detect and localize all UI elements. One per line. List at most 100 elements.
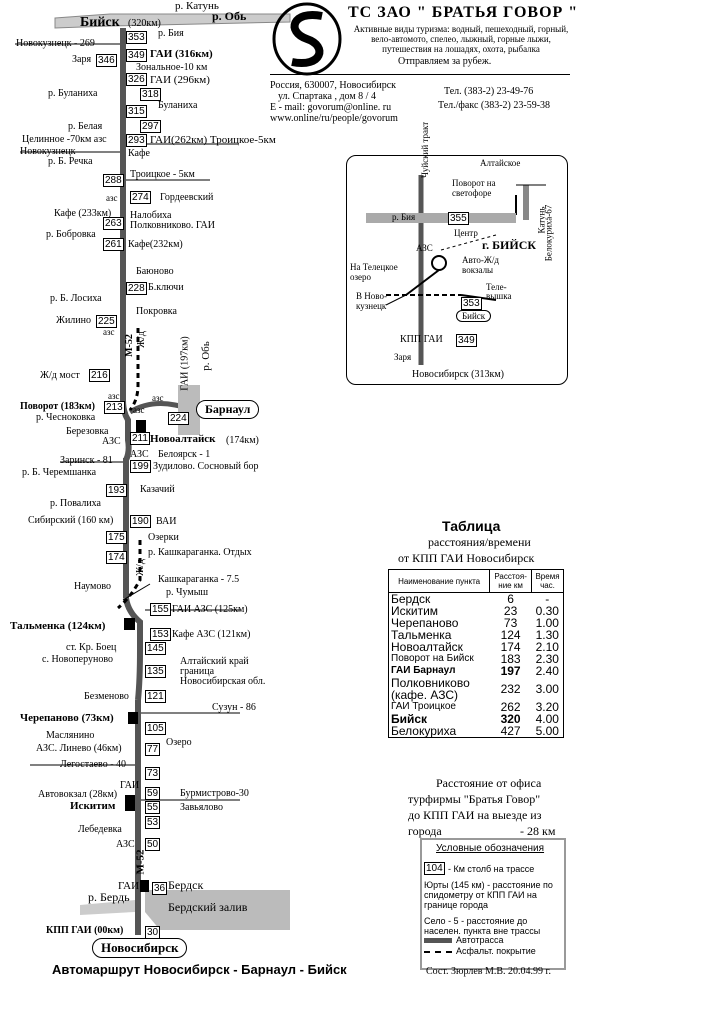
address1: Россия, 630007, Новосибирск xyxy=(270,80,397,91)
km-post-216: 216 xyxy=(89,369,110,382)
cell-name: Белокуриха xyxy=(391,724,457,738)
header-divider xyxy=(270,74,570,75)
cell-time: 3.20 xyxy=(535,700,559,714)
label-bulanikha: Буланиха xyxy=(158,100,198,111)
label-azs8: АЗС xyxy=(116,839,135,850)
km-post-318: 318 xyxy=(140,88,161,101)
cell-name: Бердск xyxy=(391,592,431,606)
berdsky-bay xyxy=(145,890,290,930)
cell-name: Новоалтайск xyxy=(391,640,463,654)
address2: ул. Спартака , дом 8 / 4 xyxy=(278,91,376,102)
highway-curve-2 xyxy=(123,597,143,701)
legend-highway-swatch xyxy=(424,938,452,943)
inset-center: Центр xyxy=(454,228,478,238)
label-pokrovka: Покровка xyxy=(136,306,177,317)
label-chesnokovka: р. Чесноковка xyxy=(36,412,96,423)
label-zarinsk: Заринск - 81 xyxy=(60,455,113,466)
label-cafe233: Кафе (233км) xyxy=(54,208,112,219)
km-post-228: 228 xyxy=(126,282,147,295)
inset-km-353: 353 xyxy=(461,297,482,310)
legend-title: Условные обозначения xyxy=(436,843,545,854)
km-post-121: 121 xyxy=(145,690,166,703)
bottom-title: Автомаршрут Новосибирск - Барнаул - Бийс… xyxy=(52,962,347,977)
label-azs1: азс xyxy=(106,193,118,203)
label-vai: ВАИ xyxy=(156,516,177,527)
table-subtitle2: от КПП ГАИ Новосибирск xyxy=(398,551,535,565)
cell-name: Черепаново xyxy=(391,616,459,630)
inset-belokurikha: Белокуриха-67 xyxy=(543,204,554,262)
label-cafe232: Кафе(232км) xyxy=(128,239,183,250)
website[interactable]: www.online/ru/people/govorum xyxy=(270,113,398,124)
km-post-105: 105 xyxy=(145,722,166,735)
label-gai-azs125: ГАИ АЗС (125км) xyxy=(172,604,248,615)
label-noveperunovo: с. Новоперуново xyxy=(42,654,113,665)
cell-time: 3.00 xyxy=(535,682,559,696)
label-belaya: р. Белая xyxy=(68,121,103,132)
cell-name: Бийск xyxy=(391,712,428,726)
label-kazachiy: Казачий xyxy=(140,484,175,495)
km-post-199: 199 xyxy=(130,460,151,473)
katun-label: р. Катунь xyxy=(175,0,219,12)
label-azs6: АЗС xyxy=(102,436,121,447)
legend-selo: Село - 5 - расстояние до населен. пункта… xyxy=(424,916,541,936)
label-zhd2: Ж/д xyxy=(134,559,146,576)
legend-km-post-text: - Км столб на трассе xyxy=(448,864,535,874)
km-post-346: 346 xyxy=(96,54,117,67)
km-post-263: 263 xyxy=(103,217,124,230)
biysk-label: Бийск xyxy=(80,15,120,30)
km-post-73: 73 xyxy=(145,767,161,780)
label-kr-boets: ст. Кр. Боец xyxy=(66,642,117,653)
label-bulanikha-r: р. Буланиха xyxy=(48,88,98,99)
km-post-225: 225 xyxy=(96,315,117,328)
label-nalobikha: Налобиха xyxy=(130,210,172,221)
author: Сост. Зюрлев М.В. 20.04.99 г. xyxy=(426,966,552,977)
cell-time: 0.30 xyxy=(535,604,559,618)
table-header-row: Наименование пункта Расстоя-ние км Время… xyxy=(387,569,565,593)
cell-distance: 174 xyxy=(500,640,521,654)
inset-chuysky: Чуйский тракт xyxy=(420,121,430,178)
label-b-cheremshanka: р. Б. Черемшанка xyxy=(22,467,97,478)
cell-name: Тальменка xyxy=(391,628,452,642)
label-b-rechka: р. Б. Речка xyxy=(48,156,93,167)
inset-biya: р. Бия xyxy=(392,212,416,222)
label-azs4: азс xyxy=(133,405,145,415)
label-azs3: азс xyxy=(108,391,120,401)
inset-km-355: 355 xyxy=(448,212,469,225)
inset-teletskoe: На Телецкое озеро xyxy=(350,262,398,282)
km-post-153: 153 xyxy=(150,628,171,641)
label-novosibirsk: Новосибирск xyxy=(92,938,188,958)
label-zhd-most: Ж/д мост xyxy=(40,370,80,381)
label-zudilovo: Зудилово. Сосновый бор xyxy=(153,461,259,472)
label-bakonovo: Баюново xyxy=(136,266,174,277)
distance-table: Наименование пункта Расстоя-ние км Время… xyxy=(387,569,565,738)
main-highway-2 xyxy=(123,458,129,598)
legend-km-post: 104 xyxy=(424,862,445,875)
email[interactable]: E - mail: govorum@online. ru xyxy=(270,102,392,113)
company-name: ТС ЗАО " БРАТЬЯ ГОВОР " xyxy=(348,4,579,21)
label-ozerki: Озерки xyxy=(148,532,179,543)
table-title: Таблица xyxy=(442,518,501,534)
cell-distance: 427 xyxy=(500,724,521,738)
cell-time: 4.00 xyxy=(535,712,559,726)
label-kashkaraganka-otdyh: р. Кашкараганка. Отдых xyxy=(148,547,252,558)
railway-top xyxy=(128,328,140,411)
office-note-2: турфирмы "Братья Говор" xyxy=(408,792,541,806)
label-azs5: азс xyxy=(152,393,164,403)
label-zhd: Ж/д xyxy=(135,331,147,348)
label-maslyanino: Маслянино xyxy=(46,730,95,741)
label-gordeevsky: Гордеевский xyxy=(160,192,214,203)
inset-novokuznetsk: В Ново-кузнецк xyxy=(356,291,387,311)
legend-highway: Автотрасса xyxy=(456,935,504,945)
ob-river-top xyxy=(54,13,291,29)
label-zonalnoe: Зональное-10 км xyxy=(136,62,208,73)
inset-biysk: Бийск xyxy=(456,310,492,322)
label-m52-top: М-52 xyxy=(123,334,135,357)
inset-altaiskoe: Алтайское xyxy=(480,158,521,168)
label-bobrovka: р. Бобровка xyxy=(46,229,96,240)
biysk-km-label: (320км) xyxy=(128,18,161,29)
label-legostaevo: Легостаево - 40 xyxy=(60,759,127,770)
label-novoaltaysk: Новоалтайск xyxy=(150,433,216,445)
